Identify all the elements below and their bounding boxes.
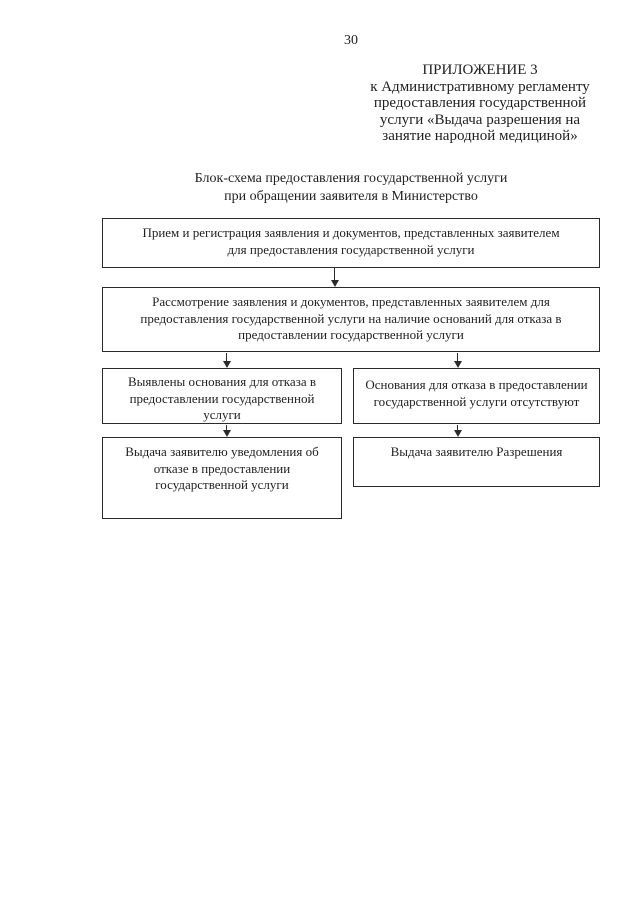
arrow-shaft <box>456 425 459 430</box>
box-text-line: Прием и регистрация заявления и документ… <box>142 225 560 240</box>
arrow-head-icon <box>330 280 339 287</box>
appendix-heading-line: ПРИЛОЖЕНИЕ 3 <box>422 62 538 78</box>
appendix-heading-line: к Административному регламенту <box>370 78 590 95</box>
down-arrow-connector <box>222 425 231 437</box>
down-arrow-connector <box>330 268 339 287</box>
arrow-head-icon <box>453 361 462 368</box>
flowchart-box-issue-refusal-notice: Выдача заявителю уведомления об отказе в… <box>102 437 342 519</box>
box-text-line: Выдача заявителю Разрешения <box>390 444 563 459</box>
down-arrow-connector <box>453 353 462 368</box>
arrow-shaft <box>456 353 459 361</box>
flowchart-box-review-application: Рассмотрение заявления и документов, пре… <box>102 287 600 352</box>
arrow-shaft <box>225 353 228 361</box>
arrow-head-icon <box>453 430 462 437</box>
box-text-line: Основания для отказа в предоставлении <box>365 377 588 392</box>
box-text-line: Рассмотрение заявления и документов, пре… <box>152 294 550 309</box>
flowchart-title: Блок-схема предоставления государственно… <box>102 170 600 206</box>
appendix-heading-line: предоставления государственной <box>373 95 587 112</box>
box-text-line: Выдача заявителю уведомления об <box>125 444 319 459</box>
flowchart-title-line: при обращении заявителя в Министерство <box>224 189 478 204</box>
page-number: 30 <box>344 33 358 48</box>
arrow-head-icon <box>222 361 231 368</box>
appendix-heading-line: услуги «Выдача разрешения на <box>379 111 581 128</box>
flowchart-box-refusal-grounds-found: Выявлены основания для отказа в предоста… <box>102 368 342 424</box>
down-arrow-connector <box>222 353 231 368</box>
box-text-line: предоставлении государственной услуги <box>238 327 464 342</box>
box-text-line: государственной услуги <box>155 477 289 492</box>
box-text-line: предоставления государственной услуги на… <box>140 310 562 326</box>
box-text-line: государственной услуги отсутствуют <box>373 393 580 409</box>
flowchart-title-line: Блок-схема предоставления государственно… <box>194 171 508 186</box>
appendix-heading-line: занятие народной медициной» <box>382 128 578 145</box>
down-arrow-connector <box>453 425 462 437</box>
flowchart-box-receive-registration: Прием и регистрация заявления и документ… <box>102 218 600 268</box>
arrow-shaft <box>225 425 228 430</box>
arrow-head-icon <box>222 430 231 437</box>
box-text-line: отказе в предоставлении <box>153 460 291 476</box>
box-text-line: предоставлении государственной <box>129 390 315 406</box>
box-text-line: Выявлены основания для отказа в <box>127 374 316 389</box>
flowchart-box-issue-permit: Выдача заявителю Разрешения <box>353 437 600 487</box>
box-text-line: услуги <box>203 407 241 422</box>
box-text-line: для предоставления государственной услуг… <box>227 241 475 257</box>
appendix-heading: ПРИЛОЖЕНИЕ 3 к Административному регламе… <box>358 62 602 145</box>
arrow-shaft <box>333 268 336 280</box>
flowchart-box-no-refusal-grounds: Основания для отказа в предоставлении го… <box>353 368 600 424</box>
